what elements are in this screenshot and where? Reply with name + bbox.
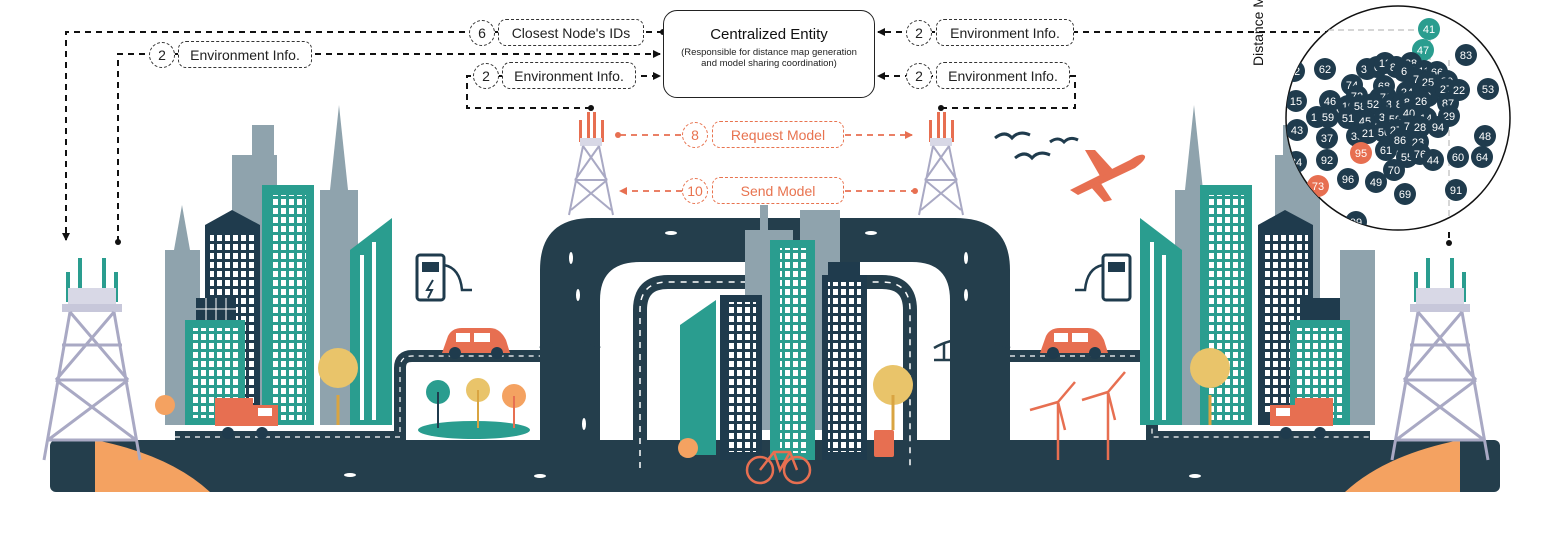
right-shore	[1345, 440, 1460, 492]
centralized-entity-title: Centralized Entity	[710, 26, 828, 43]
left-center-tower	[568, 112, 614, 216]
distance-map-node-label: 83	[1460, 50, 1472, 62]
distance-map-node	[1471, 146, 1493, 168]
send-model-label: Send Model	[712, 177, 844, 204]
distance-map: 4147831262310138488611667468725307217824…	[1285, 5, 1511, 231]
env-right-inner-step-number: 2	[906, 63, 932, 89]
distance-map-node	[1389, 129, 1411, 151]
distance-map-node-label: 37	[1321, 133, 1333, 145]
distance-map-node-label: 15	[1290, 96, 1302, 108]
env-left-inner-step-number: 2	[473, 63, 499, 89]
distance-map-node	[1427, 116, 1449, 138]
distance-map-node	[1357, 122, 1379, 144]
request-model-label: Request Model	[712, 121, 844, 148]
distance-map-title: Distance Map	[1250, 0, 1266, 66]
center-city-skyline	[678, 205, 913, 485]
send-model-source-dot	[912, 188, 918, 194]
distance-map-node-label: 47	[1417, 45, 1429, 57]
distance-map-node	[1365, 171, 1387, 193]
distance-map-node	[1422, 149, 1444, 171]
env-left-outer-step-number: 2	[149, 42, 175, 68]
distance-map-node-label: 53	[1482, 84, 1494, 96]
distance-map-node-label: 43	[1291, 125, 1303, 137]
request-model-source-dot	[615, 132, 621, 138]
distance-map-node	[1316, 127, 1338, 149]
centralized-entity-box: Centralized Entity (Responsible for dist…	[663, 10, 875, 98]
distance-map-node-label: 52	[1367, 99, 1379, 111]
distance-map-node	[1316, 149, 1338, 171]
centralized-entity-subtitle: (Responsible for distance map generation…	[681, 47, 857, 69]
distance-map-node-label: 7	[1413, 74, 1419, 86]
distance-map-node-label: 60	[1452, 152, 1464, 164]
distance-map-node-label: 49	[1370, 177, 1382, 189]
closest-ids-step-number: 6	[469, 20, 495, 46]
distance-map-node	[1447, 146, 1469, 168]
distance-map-node-label: 99	[1350, 217, 1362, 229]
right-center-tower	[918, 112, 964, 216]
distance-map-node	[1317, 106, 1339, 128]
distance-map-node-label: 28	[1414, 122, 1426, 134]
distance-map-node-label: 86	[1394, 135, 1406, 147]
left-city-skyline	[155, 105, 526, 439]
distance-map-node	[1337, 107, 1359, 129]
distance-map-node	[1394, 183, 1416, 205]
distance-map-node-label: 95	[1355, 148, 1367, 160]
link-closest-ids	[62, 31, 663, 241]
distance-map-node-label: 91	[1450, 185, 1462, 197]
distance-map-node	[1455, 44, 1477, 66]
right-edge-tower	[1390, 258, 1490, 461]
distance-map-node	[1383, 159, 1405, 181]
distance-map-node	[1319, 90, 1341, 112]
distance-map-node	[1286, 60, 1305, 82]
distance-map-node	[1286, 90, 1307, 112]
distance-map-node	[1445, 179, 1467, 201]
distance-map-node-label: 64	[1476, 152, 1488, 164]
distance-map-node	[1337, 168, 1359, 190]
left-edge-tower	[42, 258, 142, 461]
env-right-inner-label: Environment Info.	[936, 62, 1070, 89]
closest-ids-label: Closest Node's IDs	[498, 19, 644, 46]
right-city-skyline	[994, 105, 1375, 460]
distance-map-node-label: 51	[1342, 113, 1354, 125]
distance-map-node-label: 73	[1312, 181, 1324, 193]
distance-map-node-label: 22	[1453, 85, 1465, 97]
distance-map-node-label: 69	[1399, 189, 1411, 201]
env-left-outer-label: Environment Info.	[178, 41, 312, 68]
send-model-step-number: 10	[682, 178, 708, 204]
distance-map-node-label: 94	[1432, 122, 1444, 134]
request-model-step-number: 8	[682, 122, 708, 148]
model-exchange-links	[619, 131, 914, 195]
distance-map-node-label: 46	[1324, 96, 1336, 108]
distance-map-node-label: 62	[1319, 64, 1331, 76]
distance-map-node	[1477, 78, 1499, 100]
distance-map-node-label: 44	[1427, 155, 1439, 167]
env-left-inner-label: Environment Info.	[502, 62, 636, 89]
distance-map-node	[1350, 142, 1372, 164]
distance-map-node	[1286, 119, 1308, 141]
road-network	[50, 218, 1500, 492]
distance-map-node	[1314, 58, 1336, 80]
link-env-left-outer	[117, 50, 661, 242]
env-right-top-label: Environment Info.	[936, 19, 1074, 46]
distance-map-node-label: 61	[1380, 145, 1392, 157]
left-shore	[95, 440, 210, 492]
distance-map-node-label: 59	[1322, 112, 1334, 124]
distance-map-node-label: 70	[1388, 165, 1400, 177]
distance-map-node-label: 41	[1423, 24, 1435, 36]
env-right-top-step-number: 2	[906, 20, 932, 46]
distance-map-node-label: 96	[1342, 174, 1354, 186]
distance-map-node-label: 48	[1479, 131, 1491, 143]
distance-map-node	[1474, 125, 1496, 147]
distance-map-node	[1418, 18, 1440, 40]
distance-map-node-label: 6	[1401, 66, 1407, 78]
distance-map-node-label: 21	[1362, 128, 1374, 140]
distance-map-node-label: 26	[1415, 96, 1427, 108]
distance-map-node-label: 92	[1321, 155, 1333, 167]
